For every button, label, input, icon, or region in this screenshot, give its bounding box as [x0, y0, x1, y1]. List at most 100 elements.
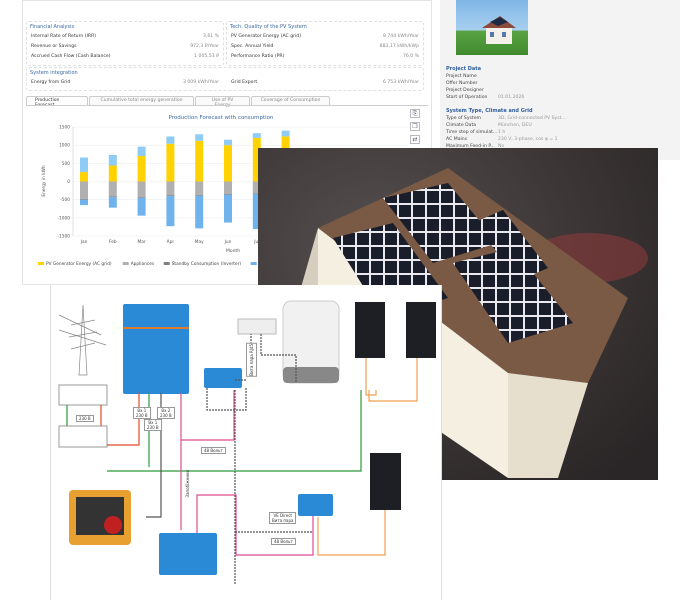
section-title: System integration	[30, 70, 78, 76]
legend-swatch	[122, 262, 129, 265]
bar-segment	[252, 193, 261, 194]
y-tick-label: 1000	[59, 143, 70, 149]
bar-segment	[224, 139, 232, 146]
bar-segment	[195, 134, 204, 141]
bar-segment	[108, 197, 117, 208]
kv-row: Time step of simulat...1 h	[446, 130, 505, 135]
production-forecast-chart: Production Forecast with consumption1500…	[38, 115, 408, 267]
cerbo-gx	[204, 368, 242, 388]
value: 1 005,53 ₽	[194, 54, 219, 59]
kv-row: Maximum Feed-in P...No	[446, 144, 504, 149]
bar-segment	[108, 196, 117, 198]
bar-segment	[166, 136, 175, 144]
financial-analysis-section: Financial Analysis Internal Rate of Retu…	[26, 21, 224, 66]
input1-label: Вх 1 230 В	[144, 419, 162, 431]
legend-swatch	[163, 262, 170, 265]
legend-label: Appliances	[131, 261, 155, 267]
label: Start of Operation	[446, 95, 488, 100]
label: Project Name	[446, 74, 477, 79]
legend-label: Standby Consumption (Inverter)	[172, 261, 242, 267]
y-axis-label: Energy in kWh	[41, 165, 47, 196]
bar-segment	[252, 193, 261, 230]
section-title: Financial Analysis	[30, 24, 75, 30]
pv-report-window: Financial Analysis Internal Rate of Retu…	[22, 0, 432, 285]
y-tick-label: -1000	[58, 215, 71, 221]
value: 972,3 ₽/Year	[190, 44, 219, 49]
tech-quality-section: Tech. Quality of the PV System PV Genera…	[226, 21, 424, 66]
kv-row: Project Designer	[446, 88, 498, 93]
project-data-title: Project Data	[446, 66, 482, 72]
copy-icon[interactable]: ❐	[410, 122, 420, 131]
value: 3,61 %	[202, 34, 219, 39]
48v-label: 48 Вольт	[271, 538, 296, 545]
x-tick-label: Apr	[167, 239, 175, 245]
kv-row: Internal Rate of Return (IRR)3,61 %	[31, 34, 219, 42]
y-tick-label: 500	[62, 161, 70, 167]
solar-panel	[406, 302, 436, 358]
bar-segment	[224, 181, 232, 194]
bar-segment	[195, 194, 204, 196]
x-tick-label: Jan	[80, 239, 88, 245]
x-tick-label: Jul	[253, 239, 259, 245]
vedirect-label: VE Direct Вита пара	[269, 512, 297, 524]
input1-label: Вх 1 230 В	[133, 407, 151, 419]
value: 76,0 %	[402, 54, 419, 59]
48v-label: 48 Вольт	[201, 447, 226, 454]
bar-segment	[137, 197, 146, 198]
legend-label: PV Generator Energy (AC grid)	[46, 261, 112, 267]
house-thumbnail[interactable]	[456, 0, 528, 55]
label: Offer Number	[446, 81, 478, 86]
value: 3 009 kWh/Year	[183, 80, 219, 85]
value: München, DEU	[498, 123, 532, 128]
legend-swatch	[38, 262, 44, 265]
wiring-diagram: 230 В Вх 1 230 В Вх 1 230 В Вх 2 230 В 4…	[50, 285, 442, 600]
label: Type of System	[446, 116, 482, 121]
value: No	[498, 144, 505, 149]
mppt-charger	[298, 494, 333, 516]
tab-coverage-of-consumption[interactable]: Coverage of Consumption	[251, 96, 330, 105]
bar-segment	[195, 181, 204, 195]
value: 883,17 kWh/kWp	[379, 44, 419, 49]
swap-icon[interactable]: ⇄	[410, 135, 420, 144]
multiplus-inverter	[123, 304, 189, 394]
x-axis-label: Month	[226, 248, 240, 254]
tab-cumulative-energy[interactable]: Cumulative total energy generation	[89, 96, 194, 105]
label: Climate Data	[446, 123, 477, 128]
x-tick-label: Mar	[138, 239, 146, 245]
tab-divider	[26, 105, 428, 106]
bar-segment	[80, 181, 88, 199]
switch-box	[58, 425, 108, 448]
bar-segment	[224, 145, 232, 182]
legend-swatch	[250, 262, 257, 265]
kv-row: Climate Data München, DEU	[446, 123, 532, 128]
export-icon[interactable]: ⎘	[410, 109, 420, 118]
value: 1 h	[498, 130, 506, 135]
bar-segment	[224, 194, 232, 223]
y-tick-label: -500	[60, 197, 70, 203]
label: Maximum Feed-in P...	[446, 144, 495, 149]
label: PV Generator Energy (AC grid)	[231, 34, 302, 39]
kv-row: PV Generator Energy (AC grid)8 744 kWh/Y…	[231, 34, 419, 42]
grid-voltage-label: 230 В	[76, 415, 94, 422]
label: Revenue or Savings	[31, 44, 77, 49]
label: AC Mains	[446, 137, 468, 142]
bar-segment	[224, 193, 232, 195]
y-tick-label: 0	[67, 179, 70, 185]
bar-segment	[80, 157, 88, 173]
x-tick-label: Feb	[109, 239, 117, 245]
bar-segment	[80, 199, 88, 206]
section-title: Tech. Quality of the PV System	[230, 24, 307, 30]
value: 230 V, 3-phase, cos φ = 1	[498, 137, 558, 142]
solar-panel	[370, 453, 401, 510]
bar-segment	[166, 196, 175, 227]
kv-row: Offer Number	[446, 81, 498, 86]
bar-segment	[137, 181, 146, 198]
label: Project Designer	[446, 88, 484, 93]
kv-row: AC Mains 230 V, 3-phase, cos φ = 1	[446, 137, 558, 142]
bar-segment	[108, 154, 117, 166]
kv-row: Revenue or Savings 972,3 ₽/Year	[31, 44, 219, 52]
rj45-label: Вита пара RJ45	[246, 343, 257, 377]
